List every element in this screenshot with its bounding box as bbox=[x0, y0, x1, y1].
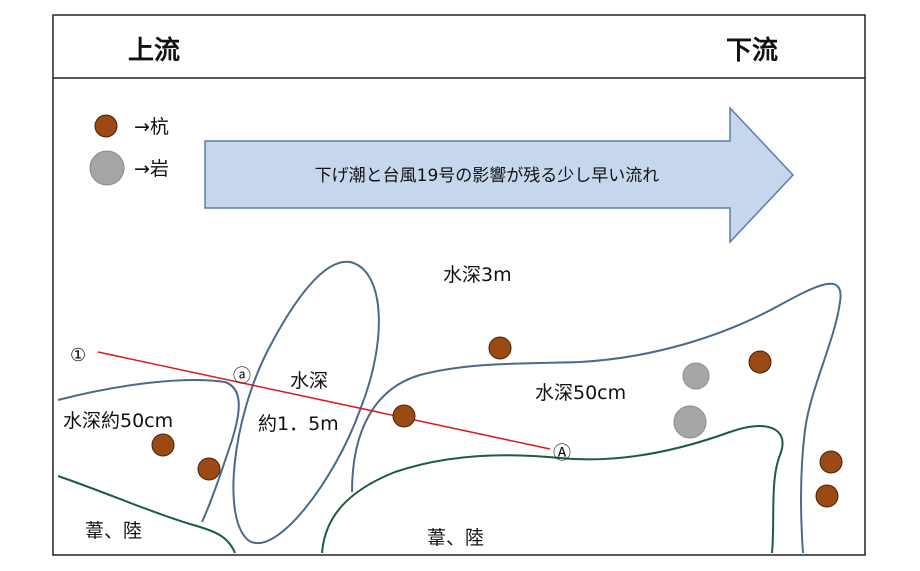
legend-rock-icon bbox=[89, 150, 125, 186]
left-reed-boundary bbox=[57, 475, 236, 554]
point-marker-a-lower: ⓐ bbox=[233, 366, 251, 387]
stake-marker bbox=[819, 450, 843, 474]
reed-land-right-label: 葦、陸 bbox=[427, 527, 484, 549]
stake-marker bbox=[748, 350, 772, 374]
rock-marker bbox=[673, 405, 707, 439]
stake-marker bbox=[815, 484, 839, 508]
point-marker-1: ① bbox=[70, 345, 86, 366]
depth-50cm-left-label: 水深約50cm bbox=[63, 410, 173, 432]
right-water-boundary bbox=[351, 282, 842, 554]
depth-50cm-right-label: 水深50cm bbox=[535, 382, 626, 404]
island-depth-label-line2: 約1．5m bbox=[258, 413, 339, 435]
stake-marker bbox=[392, 404, 416, 428]
legend-rock-label: →岩 bbox=[134, 158, 169, 180]
upstream-label: 上流 bbox=[128, 36, 180, 66]
left-water-boundary bbox=[57, 379, 240, 523]
flow-arrow bbox=[204, 106, 795, 244]
legend-stake-icon bbox=[94, 114, 118, 138]
reed-land-left-label: 葦、陸 bbox=[85, 520, 142, 542]
right-reed-boundary bbox=[321, 425, 784, 554]
depth-3m-label: 水深3m bbox=[443, 264, 512, 286]
flow-arrow-text: 下げ潮と台風19号の影響が残る少し早い流れ bbox=[315, 166, 660, 186]
island-depth-label-line1: 水深 bbox=[290, 370, 328, 392]
stake-marker bbox=[151, 433, 175, 457]
point-marker-A-upper: Ⓐ bbox=[553, 443, 571, 464]
stake-marker bbox=[197, 457, 221, 481]
legend-stake-label: →杭 bbox=[134, 116, 169, 138]
stake-marker bbox=[488, 336, 512, 360]
downstream-label: 下流 bbox=[726, 36, 778, 66]
diagram-frame bbox=[52, 14, 866, 556]
rock-marker bbox=[682, 362, 710, 390]
island-outline bbox=[232, 260, 380, 544]
cast-line bbox=[97, 351, 551, 450]
